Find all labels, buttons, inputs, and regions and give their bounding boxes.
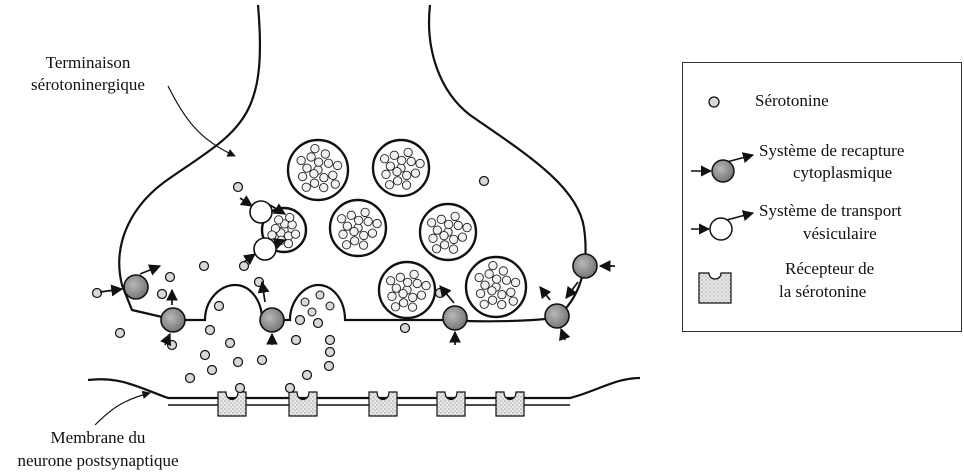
serotonin-receptor [436,391,466,417]
membrane-label-line1: Membrane du [51,428,146,447]
serotonin-molecule [478,175,490,187]
serotonin-molecule [324,346,336,358]
legend-reuptake-label-line1: Système de recapture [759,141,905,160]
serotonin-molecule [290,334,302,346]
vesicle [286,138,350,202]
serotonin-molecule [256,354,268,366]
membrane-label-line2: neurone postsynaptique [18,451,179,470]
transport-arrow [160,332,171,347]
vesicle-molecule [307,307,317,317]
vesicle-molecule [300,297,310,307]
legend-receptor-label-line1: Récepteur de [785,259,875,278]
transport-arrow [539,286,552,301]
terminal-leader-line [167,85,236,157]
serotonin-molecule [284,382,296,394]
vesicle [328,198,388,258]
legend-vesicular-label-line2: vésiculaire [803,224,877,243]
serotonin-molecule [234,382,246,394]
serotonin-molecule [156,288,168,300]
reuptake-transporter [539,286,571,342]
legend-box: Sérotonine Système de recapture cytoplas… [682,62,962,332]
reuptake-transporter [99,264,162,300]
serotonin-molecule [91,287,103,299]
serotonin-molecule [232,181,244,193]
transport-arrow [242,253,256,266]
serotonin-receptor [217,391,247,417]
small-circle-icon [708,96,720,108]
reuptake-transporter [257,280,285,345]
legend-vesicular-label-line1: Système de transport [759,201,902,220]
legend-serotonin-label: Sérotonine [755,91,829,110]
presynaptic-terminal-outline [118,4,587,323]
serotonin-molecule [323,360,335,372]
vesicle [377,260,437,320]
serotonin-molecule [294,314,306,326]
serotonin-receptor [495,391,525,417]
transport-arrow [139,264,162,276]
transport-arrow [239,195,253,207]
postsynaptic-membrane [87,376,641,406]
serotonin-molecule [204,324,216,336]
membrane-leader-line [94,390,151,426]
serotonin-molecule [399,322,411,334]
vesicle-molecule [315,290,325,300]
grey-circle-with-arrows-icon [691,152,755,183]
transport-arrow [559,327,571,342]
reuptake-transporter [439,285,468,345]
terminal-label-line2: sérotoninergique [31,75,145,94]
vesicle-group [260,138,528,320]
serotonin-molecule [164,271,176,283]
legend-receptor-label-line2: la sérotonine [779,282,867,301]
vesicle [464,255,528,319]
serotonin-molecule [238,260,250,272]
serotonin-molecule [166,339,178,351]
vesicle [418,202,478,262]
cup-receptor-icon [698,272,732,304]
serotonin-receptor [368,391,398,417]
serotonin-molecule [184,372,196,384]
serotonin-molecule [198,260,210,272]
transport-arrow [99,284,124,297]
receptor-group [217,391,525,417]
terminal-label-line1: Terminaison [46,53,131,72]
legend-reuptake-label-line2: cytoplasmique [793,163,893,182]
white-circle-with-arrows-icon [691,210,755,241]
serotonin-molecule [206,364,218,376]
transport-arrow [272,238,287,250]
transport-arrow [269,203,287,215]
serotonin-molecule [224,337,236,349]
reuptake-transporter [160,288,186,347]
serotonin-molecule [301,369,313,381]
vesicular-transporter [239,195,287,224]
serotonin-molecule [114,327,126,339]
serotonin-molecule [213,300,225,312]
serotonin-molecule [199,349,211,361]
vesicle-molecule [325,301,335,311]
reuptake-transporter [565,253,615,299]
transport-arrow [257,280,270,303]
vesicle [371,138,431,198]
serotonin-molecule [232,356,244,368]
transporter-group [99,195,615,347]
serotonin-molecule [312,317,324,329]
vesicular-transporter [242,237,287,266]
serotonin-receptor [288,391,318,417]
transport-arrow [565,281,579,299]
serotonin-molecule [324,334,336,346]
transport-arrow [439,285,455,304]
